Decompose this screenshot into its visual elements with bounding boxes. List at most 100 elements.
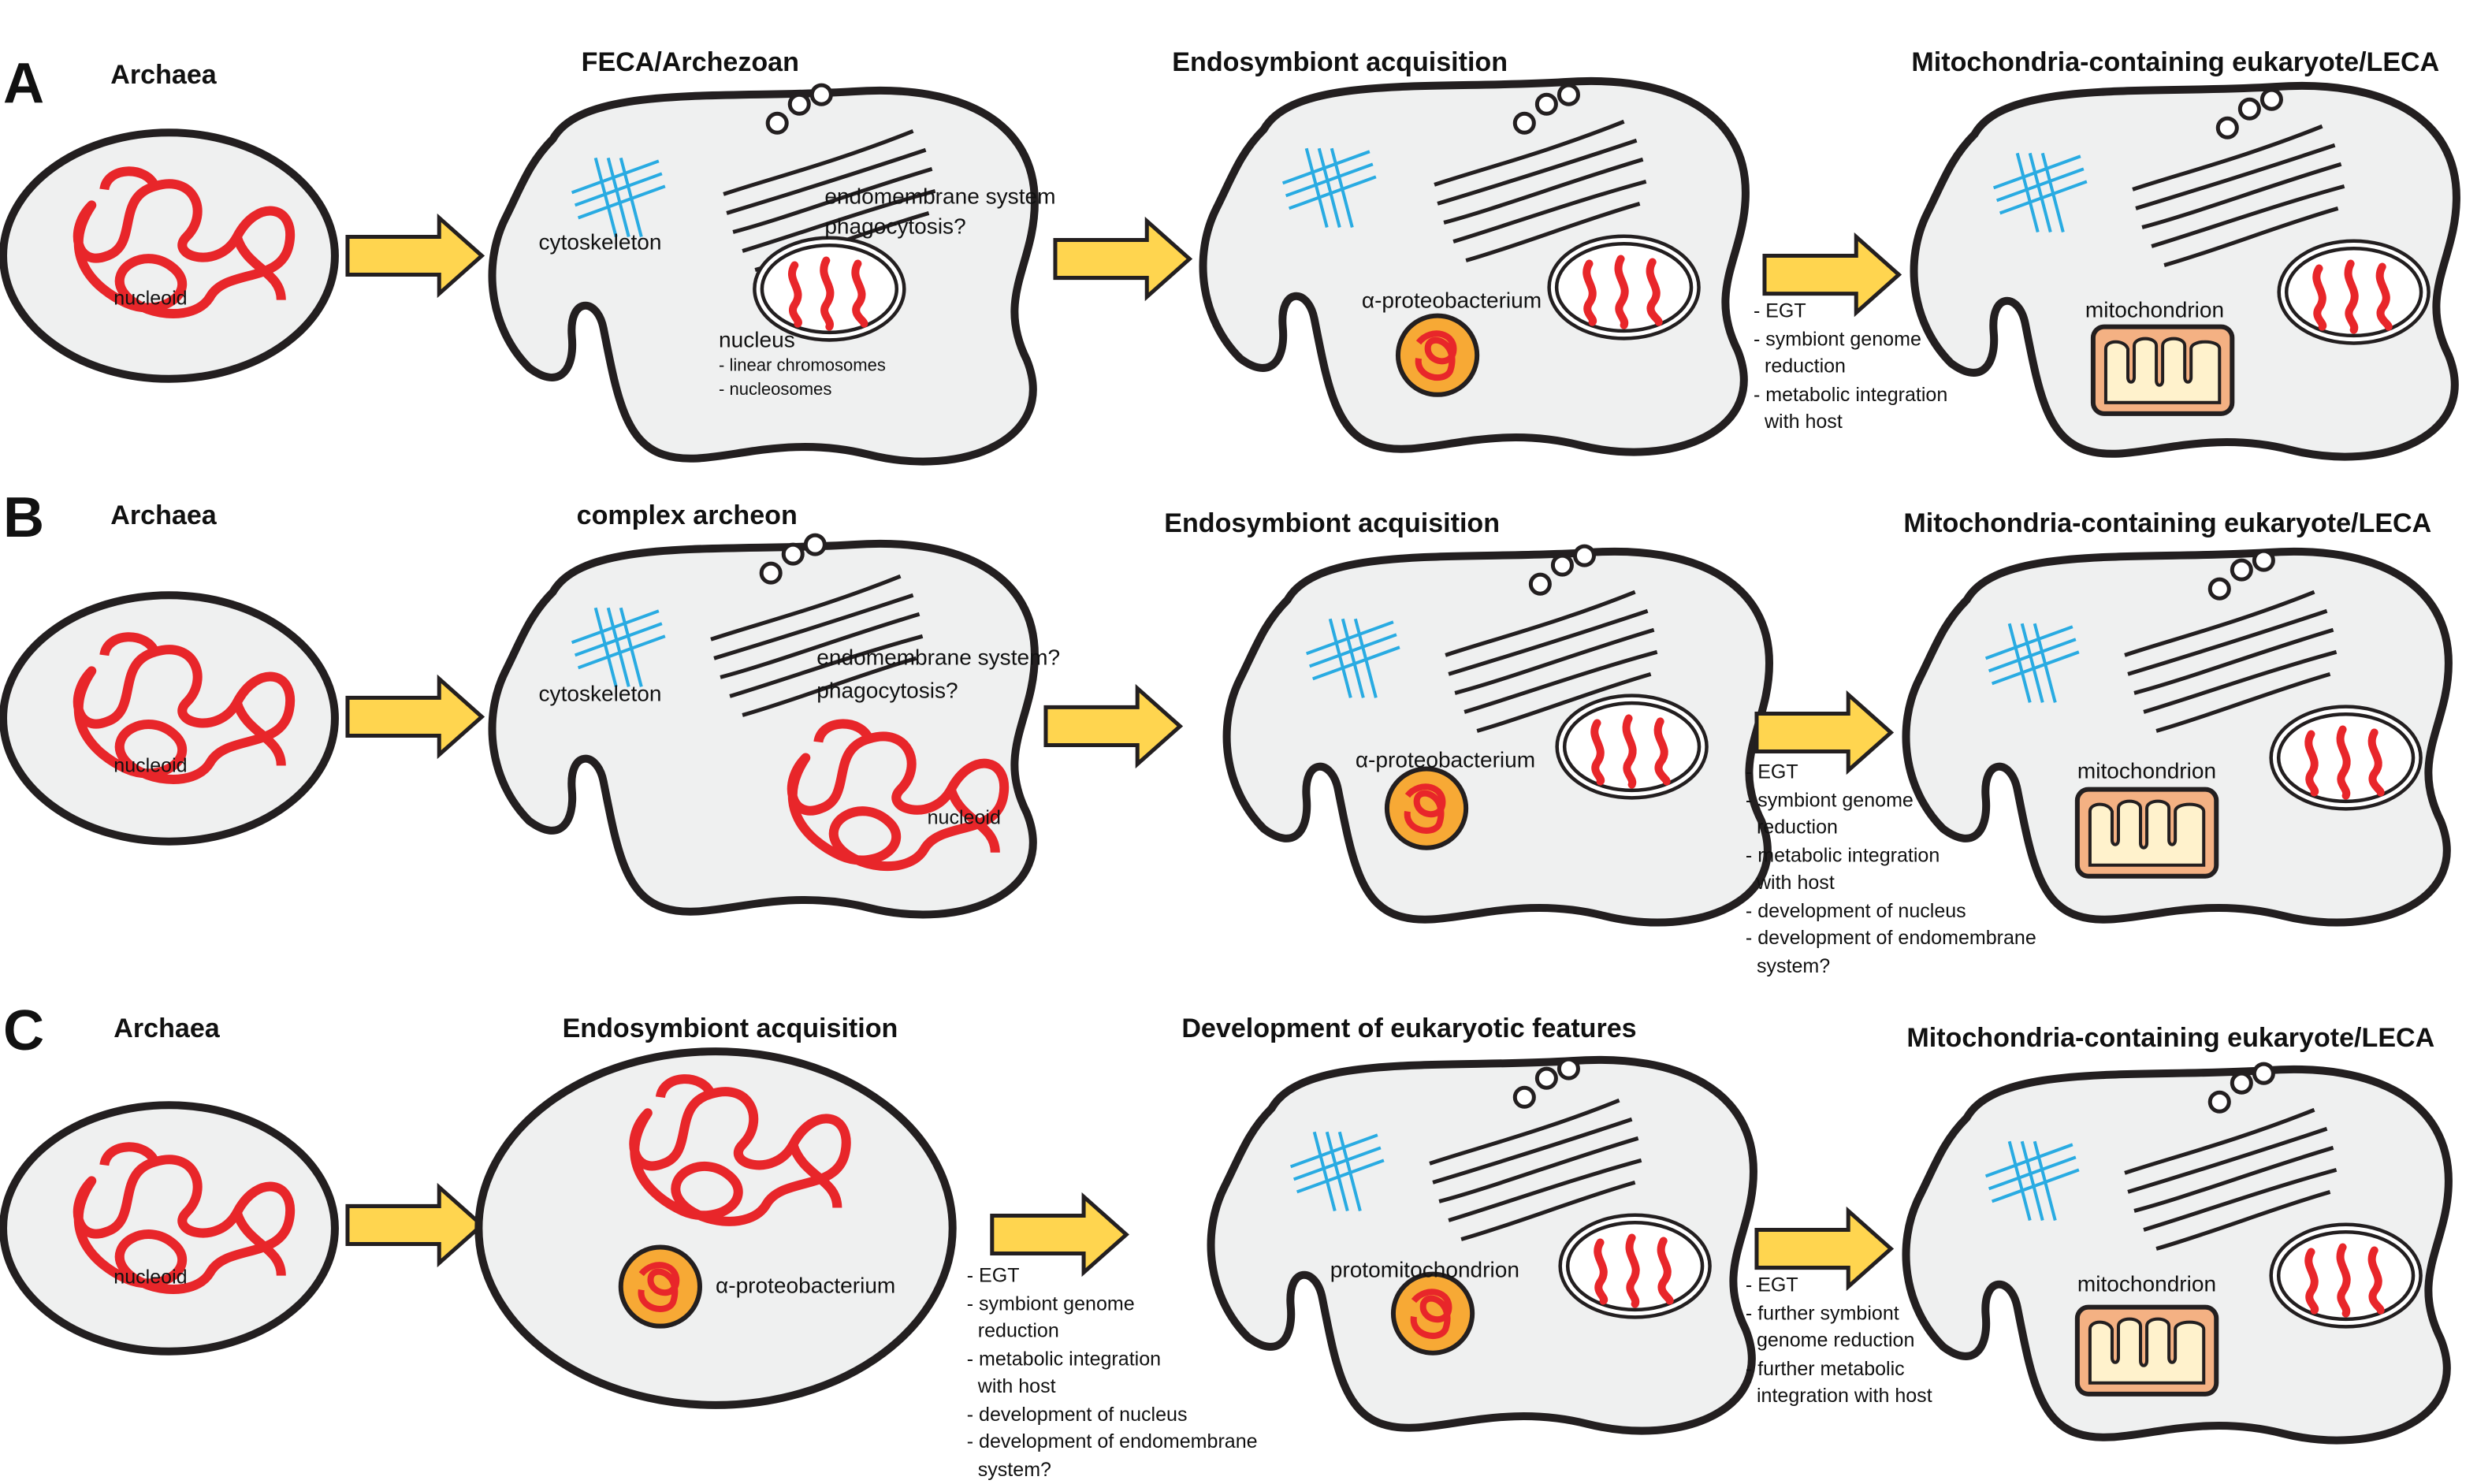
list-item: - symbiont genome (1746, 790, 1914, 812)
list-item: system? (1757, 955, 1830, 977)
panel-letter: B (3, 486, 44, 549)
endomembrane-label: endomembrane system (824, 184, 1055, 208)
nucleus-icon (758, 241, 900, 336)
nucleus-icon (1553, 240, 1694, 334)
protomitochondrion-icon (1393, 1274, 1472, 1353)
list-item: - symbiont genome (967, 1293, 1135, 1315)
leca-cell (1906, 1064, 2449, 1440)
leca-cell (1914, 86, 2457, 457)
protomitochondrion-label: protomitochondrion (1330, 1258, 1519, 1282)
stage-title: Archaea (113, 1014, 220, 1043)
mitochondrion-icon (2077, 1307, 2216, 1394)
stage-title: Archaea (110, 60, 217, 90)
list-item: - further symbiont (1746, 1303, 1899, 1325)
list-item: - development of nucleus (1746, 900, 1966, 922)
nucleoid-label: nucleoid (113, 755, 187, 777)
nucleus-feature: - nucleosomes (719, 379, 831, 399)
list-item: integration with host (1757, 1385, 1932, 1407)
alpha-proteobacterium-icon (1387, 769, 1466, 848)
panel-letter: C (3, 999, 44, 1062)
stage-title: Mitochondria-containing eukaryote/LECA (1906, 1023, 2434, 1053)
list-item: - EGT (1754, 300, 1806, 322)
feca-cell (493, 85, 1035, 461)
stage-title: Mitochondria-containing eukaryote/LECA (1903, 508, 2431, 538)
transition-list: - EGT - symbiont genome reduction - meta… (1754, 300, 1947, 433)
list-item: - further metabolic (1746, 1358, 1905, 1380)
list-item: with host (977, 1375, 1056, 1397)
nucleus-icon (1564, 1218, 1705, 1313)
nucleoid-label: nucleoid (113, 1266, 187, 1289)
list-item: reduction (1765, 355, 1846, 378)
stage-title: FECA/Archezoan (582, 47, 799, 77)
mitochondrion-icon (2093, 327, 2232, 414)
host-cell (1203, 81, 1746, 452)
arrow-icon (992, 1196, 1126, 1272)
list-item: genome reduction (1757, 1330, 1914, 1352)
arrow-icon (348, 1187, 482, 1263)
mitochondrion-label: mitochondrion (2077, 759, 2216, 783)
transition-list: - EGT - symbiont genome reduction - meta… (967, 1265, 1258, 1481)
list-item: - metabolic integration (1754, 384, 1947, 406)
complex-archeon-cell (493, 535, 1035, 914)
panel-letter: A (3, 52, 44, 115)
stage-title: Archaea (110, 500, 217, 530)
bacterium-label: α-proteobacterium (1362, 288, 1542, 313)
archaeal-cell (0, 1101, 339, 1356)
proto-eukaryote-cell (1211, 1059, 1754, 1430)
list-item: - metabolic integration (1746, 845, 1940, 867)
list-item: - development of nucleus (967, 1404, 1188, 1426)
list-item: - symbiont genome (1754, 329, 1921, 351)
stage-title: Endosymbiont acquisition (1172, 47, 1508, 77)
cytoskeleton-label: cytoskeleton (539, 681, 662, 705)
bacterium-label: α-proteobacterium (1356, 748, 1535, 772)
leca-cell (1906, 551, 2449, 922)
nucleoid-label: nucleoid (113, 288, 187, 310)
phagocytosis-label: phagocytosis? (824, 214, 965, 238)
arrow-icon (1757, 694, 1891, 770)
nucleus-icon (2282, 244, 2424, 339)
list-item: with host (1764, 411, 1843, 433)
alpha-proteobacterium-icon (621, 1248, 700, 1326)
nucleus-icon (2274, 710, 2416, 805)
mitochondrion-icon (2077, 790, 2216, 876)
nucleus-icon (2274, 1228, 2416, 1322)
list-item: reduction (978, 1320, 1059, 1342)
transition-list: - EGT - symbiont genome reduction - meta… (1746, 761, 2036, 977)
stage-title: Development of eukaryotic features (1181, 1014, 1636, 1043)
stage-title: complex archeon (577, 500, 798, 530)
panel-b: B Archaea complex archeon Endosymbiont a… (0, 486, 2449, 977)
archaeal-cell (0, 591, 339, 846)
nucleoid-label: nucleoid (928, 807, 1001, 829)
panel-c: C Archaea Endosymbiont acquisition Devel… (0, 999, 2449, 1481)
phagocytosis-label: phagocytosis? (816, 678, 958, 702)
arrow-icon (1046, 688, 1180, 764)
host-cell (1227, 546, 1769, 922)
nucleus-feature: - linear chromosomes (719, 355, 886, 375)
list-item: reduction (1757, 816, 1838, 839)
list-item: - EGT (967, 1265, 1020, 1287)
arrow-icon (348, 218, 482, 293)
arrow-icon (1055, 221, 1189, 296)
archaeal-cell (0, 128, 339, 383)
list-item: - development of endomembrane (1746, 927, 2036, 949)
host-cell (474, 1047, 957, 1409)
nucleus-icon (1560, 699, 1702, 794)
stage-title: Mitochondria-containing eukaryote/LECA (1911, 47, 2439, 77)
list-item: - EGT (1746, 1274, 1798, 1296)
nucleus-label: nucleus (719, 328, 795, 352)
list-item: - metabolic integration (967, 1348, 1161, 1371)
cell-membrane (493, 544, 1035, 915)
stage-title: Endosymbiont acquisition (563, 1014, 898, 1043)
list-item: system? (978, 1459, 1051, 1481)
bacterium-label: α-proteobacterium (716, 1274, 895, 1298)
arrow-icon (348, 679, 482, 754)
final-transition-list: - EGT - further symbiont genome reductio… (1746, 1274, 1932, 1407)
mitochondrion-label: mitochondrion (2077, 1272, 2216, 1296)
list-item: - EGT (1746, 761, 1798, 783)
mitochondrion-label: mitochondrion (2085, 298, 2224, 322)
endomembrane-label: endomembrane system? (816, 645, 1060, 669)
list-item: - development of endomembrane (967, 1430, 1258, 1452)
panel-a: A Archaea FECA/Archezoan Endosymbiont ac… (0, 47, 2457, 461)
stage-title: Endosymbiont acquisition (1164, 508, 1500, 538)
